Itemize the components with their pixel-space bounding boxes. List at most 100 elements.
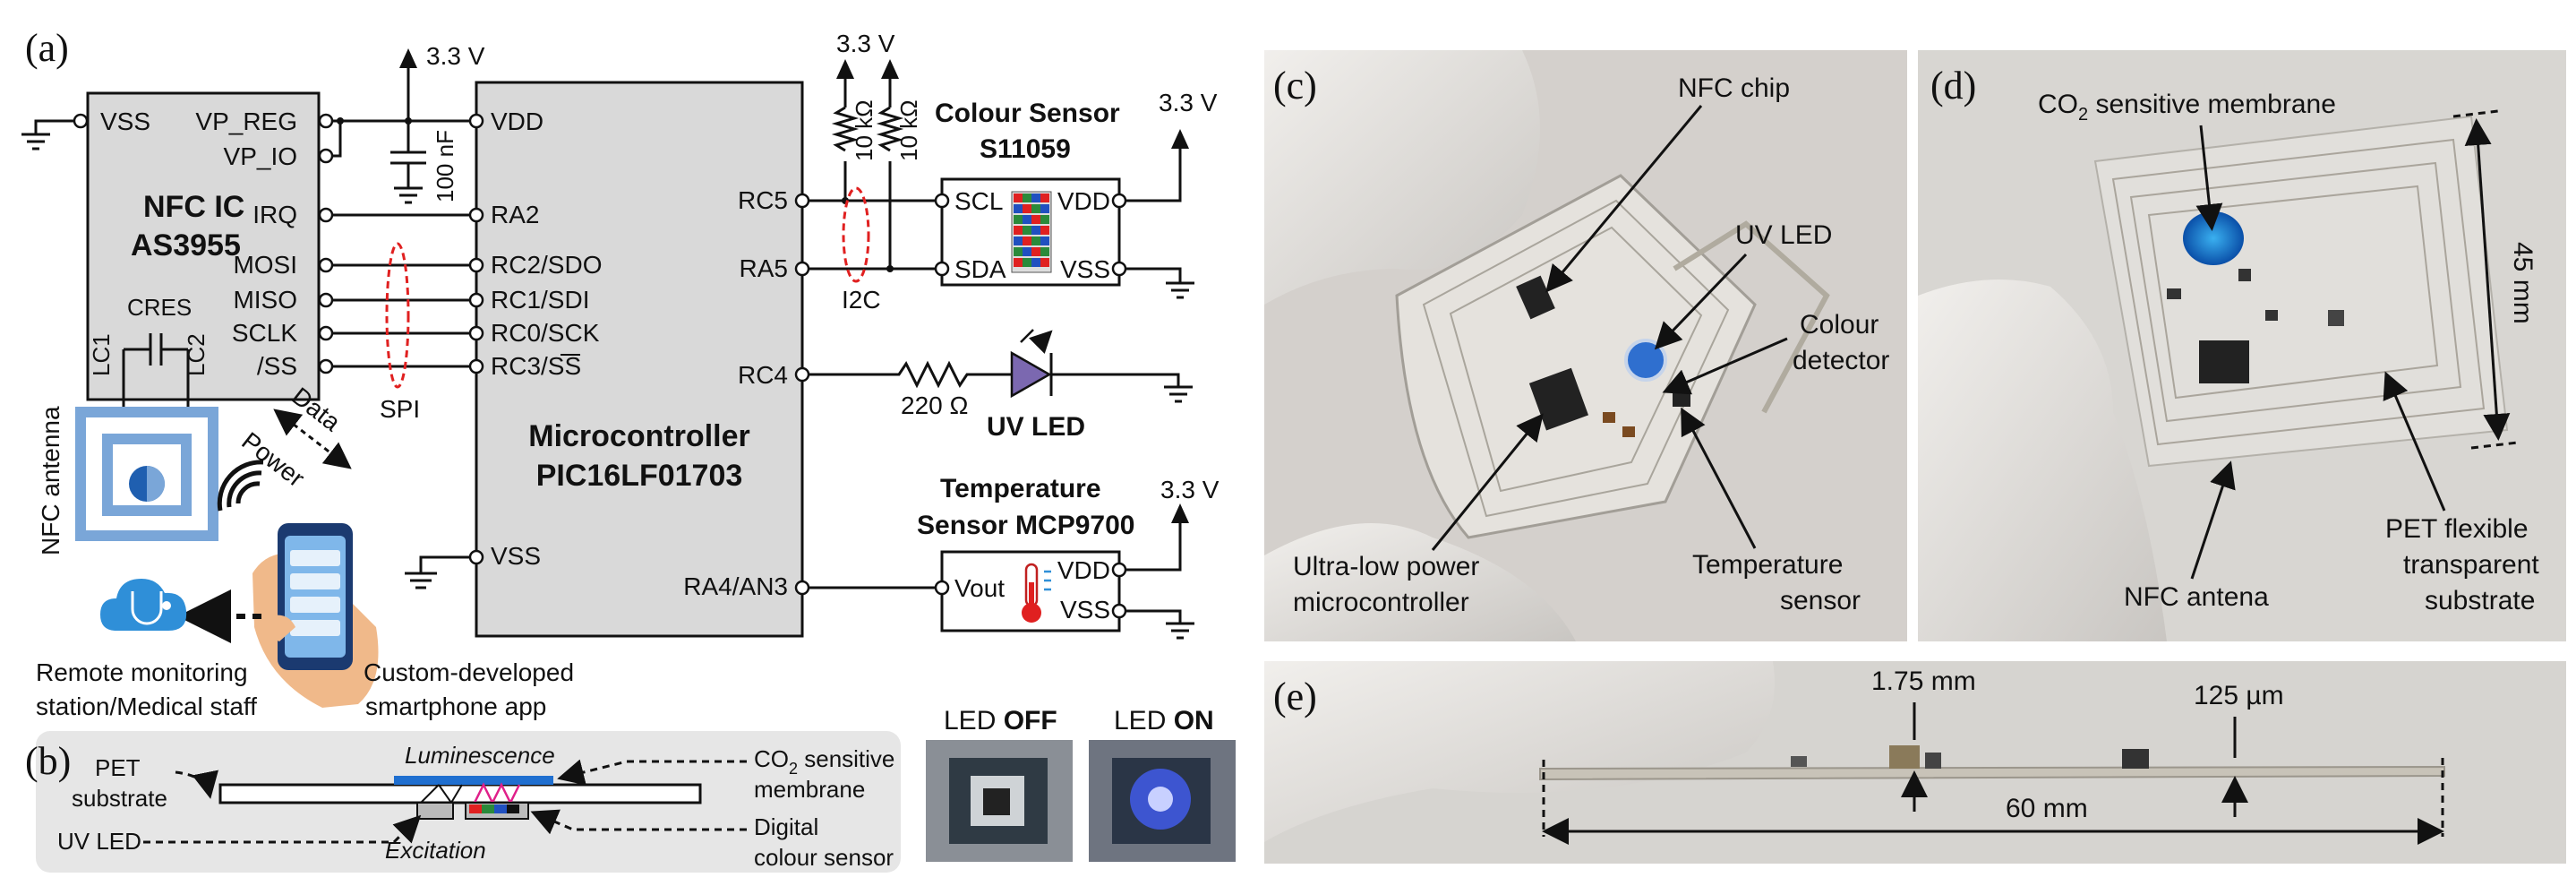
mcu-pin-rc0: RC0/SCK [491,319,600,347]
co2-subscript: 2 [789,760,798,778]
temperature-sensor-section: Temperature Sensor MCP9700 Vout VDD VSS … [809,474,1220,640]
cloud-monitoring-icon [100,579,187,631]
led-on-label: LED ON [1114,706,1214,735]
cs-pin-sda: SDA [954,255,1006,283]
photo-c-temp-1: Temperature [1692,550,1843,580]
photo-c [1264,50,1907,641]
nfc-pin-ss: /SS [257,352,297,380]
mcu-pin-rc1: RC1/SDI [491,286,589,314]
photo-d-antenna: NFC antena [2124,582,2269,612]
pet-line-2: substrate [72,785,167,812]
pin-circles [73,113,810,596]
digital-sensor-line-1: Digital [754,813,818,840]
pet-line-1: PET [95,754,141,781]
wireless-signal-icon [217,460,264,512]
co2-suffix: sensitive [798,745,894,772]
co2-membrane-line-1: CO2 sensitive [754,745,894,778]
app-line-2: smartphone app [365,692,546,720]
remote-line-1: Remote monitoring [36,658,248,686]
mcu-pin-rc5: RC5 [738,186,788,214]
led-off-label: LED OFF [944,706,1057,735]
colour-sensor-section: 3.3 V 10 kΩ 10 kΩ I2C Colour Sensor S110… [809,30,1218,314]
photo-c-mcu-1: Ultra-low power [1293,552,1479,581]
supply-label-2: 3.3 V [836,30,895,57]
microcontroller: Microcontroller PIC16LF01703 VDD RA2 RC2… [475,81,804,638]
mcu-pin-vdd: VDD [491,108,543,135]
colour-sensor-part: S11059 [980,134,1071,164]
photo-c-detector-1: Colour [1800,310,1879,340]
photo-c-nfc-chip: NFC chip [1678,73,1790,103]
photo-d-membrane-suffix: sensitive membrane [2088,90,2336,119]
panel-label-d: (d) [1930,64,1976,108]
cs-pin-vdd: VDD [1057,187,1110,215]
supply-label-4: 3.3 V [1160,476,1220,503]
nfc-antenna-icon [75,407,218,541]
photo-d-dimension: 45 mm [2508,242,2537,324]
photo-c-uv-led: UV LED [1735,220,1832,250]
supply-label-3: 3.3 V [1159,89,1218,116]
colour-sensor-title: Colour Sensor [935,99,1120,128]
photo-c-detector-2: detector [1793,346,1889,375]
ts-pin-vout: Vout [954,574,1005,602]
mcu-part: PIC16LF01703 [536,459,743,493]
mcu-pin-rc2: RC2/SDO [491,251,602,279]
cs-pin-vss: VSS [1060,255,1110,283]
led-off-prefix: LED [944,706,1004,735]
cres-label: CRES [127,294,192,321]
power-label: Power [236,426,310,492]
uv-led-branch: 220 Ω UV LED [809,330,1193,442]
mcu-pin-vss: VSS [491,542,541,570]
luminescence-label: Luminescence [405,742,555,769]
panel-label-b: (b) [25,739,71,783]
mcu-pin-rc3: RC3/SS [491,352,581,380]
nfc-pin-mosi: MOSI [233,251,297,279]
uv-led-cs-label: UV LED [57,828,141,855]
digital-sensor-line-2: colour sensor [754,844,894,871]
app-line-1: Custom-developed [364,658,574,686]
i2c-label: I2C [842,286,881,314]
panel-label-e: (e) [1273,675,1317,718]
cross-section-diagram: PET substrate Luminescence Excitation UV… [57,742,894,871]
co2-membrane-line-2: membrane [754,776,865,803]
colour-sensor-chip-icon [1011,191,1052,273]
photo-e-length: 60 mm [2006,794,2088,823]
led-photos: LED OFF LED ON [926,706,1236,862]
resistor-label: 220 Ω [901,391,968,419]
mcu-title: Microcontroller [528,419,749,453]
ts-pin-vdd: VDD [1057,556,1110,584]
remote-line-2: station/Medical staff [36,692,257,720]
cs-pin-scl: SCL [954,187,1003,215]
pullup-1-label: 10 kΩ [851,99,877,161]
spi-label: SPI [380,395,420,423]
nfc-mcu-wiring: 3.3 V 100 nF SPI [21,42,810,596]
mcu-pin-ra4: RA4/AN3 [683,572,788,600]
lc1-label: LC1 [88,333,115,376]
mcu-pin-ra2: RA2 [491,201,539,228]
nfc-antenna-section: NFC antenna Data Power [36,382,574,720]
thermometer-icon [1022,563,1051,623]
supply-label-1: 3.3 V [426,42,485,70]
led-on-state: ON [1174,706,1214,735]
photo-d-pet-1: PET flexible [2385,514,2529,544]
pullup-2-label: 10 kΩ [895,99,922,161]
nfc-ic: NFC IC AS3955 VSS VP_REG VP_IO IRQ MOSI … [86,91,321,401]
nfc-ic-title: NFC IC [143,190,244,224]
led-on-prefix: LED [1114,706,1174,735]
mcu-pin-rc4: RC4 [738,361,788,389]
smartphone-icon [252,523,379,708]
photo-c-mcu-2: microcontroller [1293,588,1469,617]
antenna-label: NFC antenna [37,406,64,555]
panel-label-a: (a) [25,26,69,70]
temp-sensor-title: Temperature [940,474,1101,503]
nfc-pin-irq: IRQ [252,201,297,228]
photo-e-thickness: 1.75 mm [1871,667,1976,696]
photo-d-co2-sub: 2 [2078,105,2088,125]
photo-d-pet-2: transparent [2403,550,2539,580]
nfc-pin-vp-reg: VP_REG [195,108,297,135]
nfc-pin-miso: MISO [233,286,297,314]
nfc-pin-vp-io: VP_IO [224,142,297,170]
panel-label-c: (c) [1273,64,1317,108]
uv-led-label: UV LED [987,412,1085,442]
co2-text: CO [754,745,789,772]
